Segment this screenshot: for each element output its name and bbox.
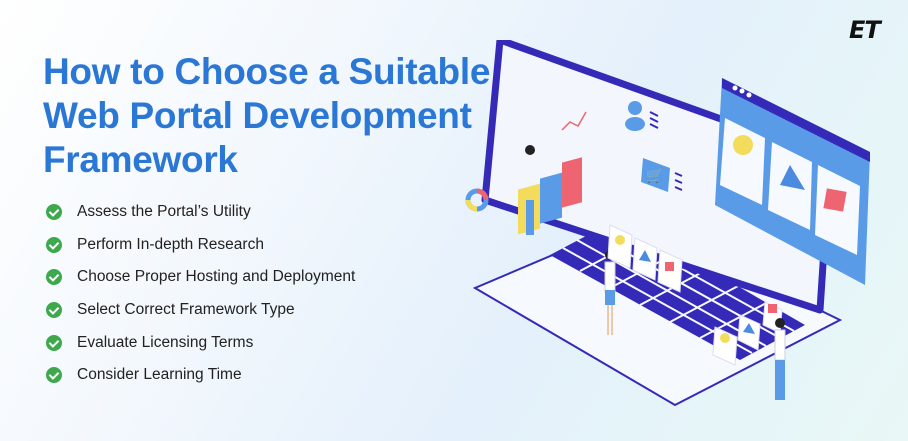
- person-man: [774, 318, 786, 400]
- cart-icon: 🛒: [641, 158, 670, 192]
- list-item: Assess the Portal’s Utility: [46, 196, 355, 229]
- line-chart-icon: [561, 111, 587, 131]
- list-item: Select Correct Framework Type: [46, 294, 355, 327]
- title-line-2: Web Portal Development: [43, 95, 472, 136]
- page-title: How to Choose a Suitable Web Portal Deve…: [43, 50, 490, 182]
- checklist: Assess the Portal’s Utility Perform In-d…: [46, 196, 355, 392]
- title-line-3: Framework: [43, 139, 238, 180]
- check-circle-icon: [46, 204, 62, 221]
- check-circle-icon: [46, 302, 62, 319]
- check-circle-icon: [46, 236, 62, 253]
- title-line-1: How to Choose a Suitable: [43, 51, 491, 92]
- brand-logo: ET: [849, 16, 881, 44]
- check-circle-icon: [46, 367, 62, 384]
- list-item: Evaluate Licensing Terms: [46, 326, 355, 359]
- list-item: Consider Learning Time: [46, 359, 355, 392]
- list-item: Choose Proper Hosting and Deployment: [46, 261, 355, 294]
- browser-window: [715, 78, 870, 285]
- svg-text:🛒: 🛒: [646, 167, 663, 184]
- laptop-illustration: 🛒: [465, 40, 870, 407]
- user-icon: [625, 101, 645, 131]
- list-item: Perform In-depth Research: [46, 229, 355, 262]
- person-holding-panels: [518, 145, 582, 235]
- check-circle-icon: [46, 269, 62, 286]
- donut-chart-icon: [465, 188, 489, 212]
- check-circle-icon: [46, 334, 62, 351]
